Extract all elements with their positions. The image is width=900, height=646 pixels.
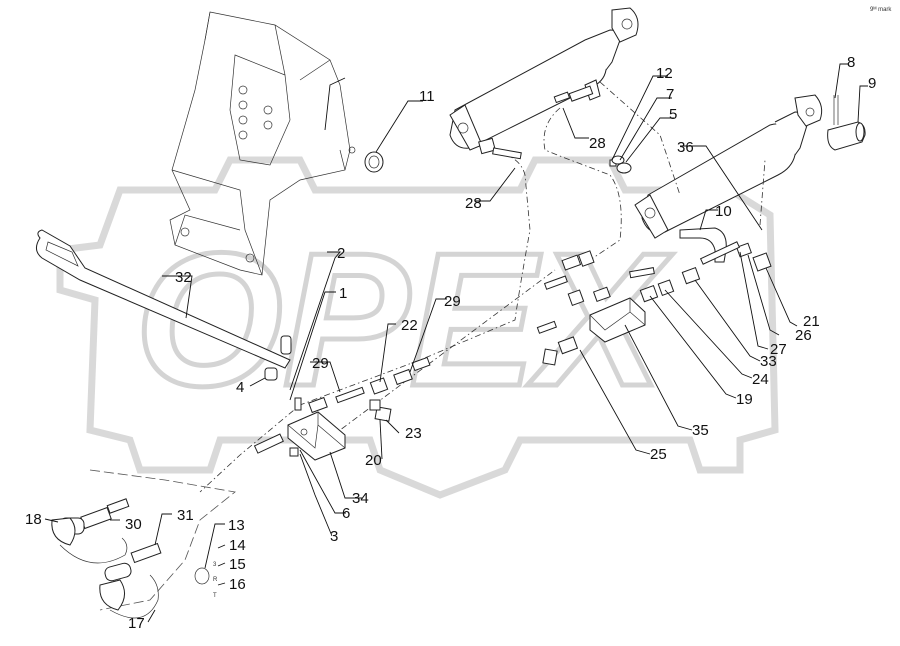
callout-15: 15 [229,556,246,573]
lever [36,229,292,381]
callout-29-lower: 29 [312,355,329,372]
watermark: OPEX [56,156,779,499]
manifold-block [287,411,346,461]
callout-33: 33 [760,353,777,370]
hydraulic-cylinder-lower [634,94,823,239]
callout-13: 13 [228,517,245,534]
pin [827,95,866,151]
callout-8: 8 [847,54,855,71]
circlip: 3 R T [194,562,218,599]
callout-32: 32 [175,269,192,286]
callout-21: 21 [803,313,820,330]
mark-T: T [213,593,217,599]
callout-26: 26 [795,327,812,344]
callout-18: 18 [25,511,42,528]
callout-5: 5 [669,106,677,123]
ring [364,151,384,173]
callout-35: 35 [692,422,709,439]
callout-27: 27 [770,341,787,358]
callout-6: 6 [342,505,350,522]
callout-19: 19 [736,391,753,408]
callout-22: 22 [401,317,418,334]
callout-7: 7 [666,86,674,103]
mark-3: 3 [213,562,217,568]
callout-9: 9 [868,75,876,92]
callout-25: 25 [650,446,667,463]
corner-mark: 9ᴹ mark [870,6,892,13]
callout-17: 17 [128,615,145,632]
callout-24: 24 [752,371,769,388]
callout-4: 4 [236,379,244,396]
watermark-text: OPEX [135,214,673,426]
callout-34: 34 [352,490,369,507]
callout-31: 31 [177,507,194,524]
callout-12: 12 [656,65,673,82]
mark-R: R [213,577,218,583]
callout-1: 1 [339,285,347,302]
leader-lines [44,63,868,623]
callout-2: 2 [337,245,345,262]
callout-36: 36 [677,139,694,156]
callout-16: 16 [229,576,246,593]
callout-3: 3 [330,528,338,545]
dust-caps [51,517,159,619]
callout-11: 11 [419,88,435,105]
hydraulic-cylinder-upper [449,7,639,151]
callout-28-left: 28 [465,195,482,212]
valve-block [589,297,646,343]
callout-28-right: 28 [589,135,606,152]
callout-30: 30 [125,516,142,533]
callout-14: 14 [229,537,246,554]
callout-labels: 2 1 4 3 6 34 29 22 29 23 20 32 11 28 28 … [25,54,876,632]
callout-23: 23 [405,425,422,442]
callout-29-upper: 29 [444,293,461,310]
callout-20: 20 [365,452,382,469]
callout-10: 10 [715,203,732,220]
